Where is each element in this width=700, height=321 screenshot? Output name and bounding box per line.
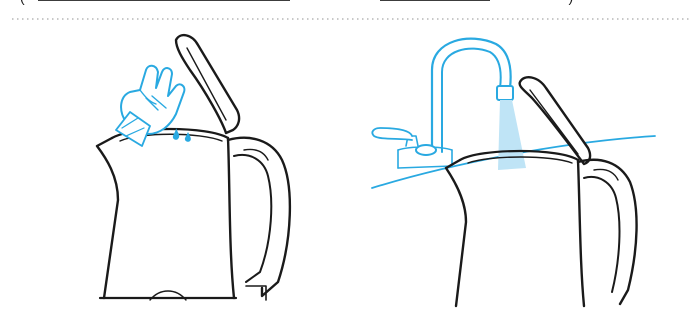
panel-fill-kettle [372, 39, 655, 306]
cropped-caption: ( - ) [20, 0, 573, 5]
kettle-handle-outer [578, 160, 637, 304]
faucet-icon [372, 39, 513, 168]
kettle-handle-inner [584, 177, 619, 292]
caption-fragment-bar-right [380, 0, 490, 1]
caption-fragment-right: - ) [560, 0, 573, 5]
water-stream [498, 100, 526, 170]
kettle-lid [176, 35, 239, 133]
kettle-spout-body [446, 160, 466, 306]
kettle-body-right [228, 138, 234, 298]
caption-fragment-left: ( [20, 0, 25, 5]
faucet-neck-inner [442, 49, 501, 152]
kettle-handle-inner [234, 155, 271, 282]
water-stream-icon [498, 100, 526, 170]
drop-2 [185, 132, 191, 142]
panel-wipe-kettle [97, 35, 290, 300]
caption-fragment-bar [38, 0, 290, 1]
kettle-icon [446, 77, 637, 306]
kettle-spout-body [97, 138, 118, 298]
faucet-lever [372, 128, 412, 140]
kettle-icon [97, 35, 290, 300]
kettle-body-right [578, 160, 584, 306]
faucet-mount [416, 145, 436, 155]
faucet-nozzle [497, 86, 513, 100]
